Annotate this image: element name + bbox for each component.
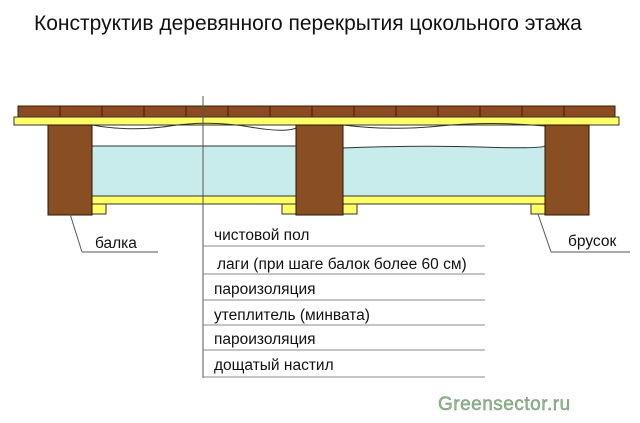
beam-right — [544, 124, 590, 216]
beams — [47, 124, 590, 216]
beam-left — [47, 124, 93, 216]
layer-label-joists: лаги (при шаге балок более 60 см) — [217, 256, 467, 273]
bar-label: брусок — [568, 233, 616, 250]
finish-floorboards — [17, 105, 616, 118]
insulation-right — [343, 147, 545, 196]
beam-middle — [295, 124, 344, 216]
board-deck-right — [342, 195, 546, 205]
layer-label-insulation: утеплитель (минвата) — [214, 307, 370, 324]
insulation-left — [92, 146, 296, 196]
layer-label-board-deck: дощатый настил — [214, 357, 334, 374]
watermark: Greensector.ru — [438, 394, 571, 415]
layer-label-finish-floor: чистовой пол — [214, 227, 309, 244]
board-deck-left — [91, 195, 297, 205]
layer-label-vapour-barrier-2: пароизоляция — [214, 331, 316, 348]
bar-label-leader — [537, 213, 630, 253]
diagram-title: Конструктив деревянного перекрытия цокол… — [34, 12, 582, 35]
floor-joist — [13, 116, 620, 126]
layer-list: чистовой пол лаги (при шаге балок более … — [203, 227, 485, 378]
vapour-barrier-top — [91, 122, 546, 131]
beam-label: балка — [95, 235, 137, 252]
beam-label-leader — [69, 213, 158, 253]
layer-label-vapour-barrier-1: пароизоляция — [214, 281, 316, 298]
